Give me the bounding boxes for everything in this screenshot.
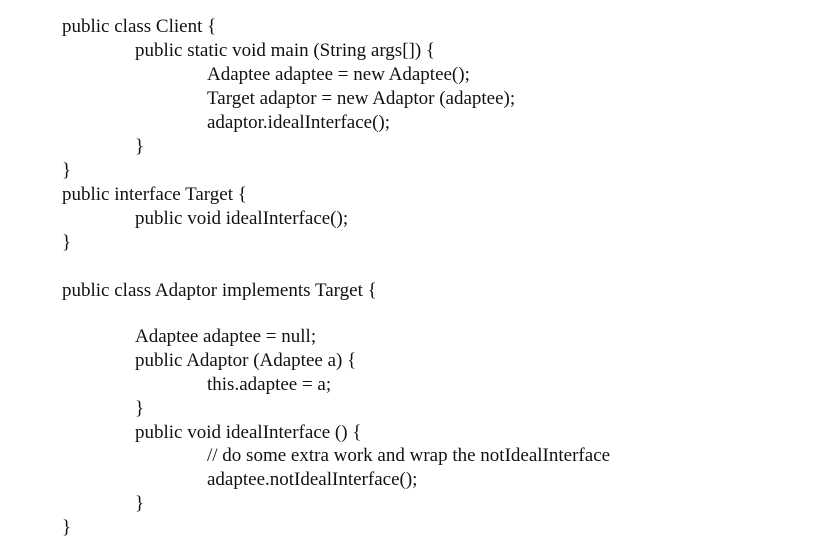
- code-line-target-adaptor: Target adaptor = new Adaptor (adaptee);: [207, 88, 516, 109]
- code-line-adaptee-new: Adaptee adaptee = new Adaptee();: [207, 64, 470, 85]
- code-line-close-ideal-method: }: [135, 493, 145, 514]
- code-line-assign-adaptee: this.adaptee = a;: [207, 374, 332, 395]
- code-line-close-target: }: [62, 232, 72, 253]
- code-line-call-ideal: adaptor.idealInterface();: [207, 112, 391, 133]
- code-line-target-interface: public interface Target {: [62, 184, 247, 205]
- code-line-comment: // do some extra work and wrap the notId…: [207, 445, 611, 466]
- code-line-close-adaptor: }: [62, 517, 72, 538]
- code-line-adaptee-field: Adaptee adaptee = null;: [135, 326, 317, 347]
- code-line-close-constructor: }: [135, 398, 145, 419]
- code-line-close-client: }: [62, 160, 72, 181]
- code-line-close-main: }: [135, 136, 145, 157]
- code-line-adaptor-constructor: public Adaptor (Adaptee a) {: [135, 350, 357, 371]
- code-line-ideal-signature: public void idealInterface();: [135, 208, 349, 229]
- code-line-adaptor-class: public class Adaptor implements Target {: [62, 280, 377, 301]
- code-line-ideal-method: public void idealInterface () {: [135, 422, 362, 443]
- code-line-call-not-ideal: adaptee.notIdealInterface();: [207, 469, 418, 490]
- code-line-client-class: public class Client {: [62, 16, 217, 37]
- code-line-main-method: public static void main (String args[]) …: [135, 40, 436, 61]
